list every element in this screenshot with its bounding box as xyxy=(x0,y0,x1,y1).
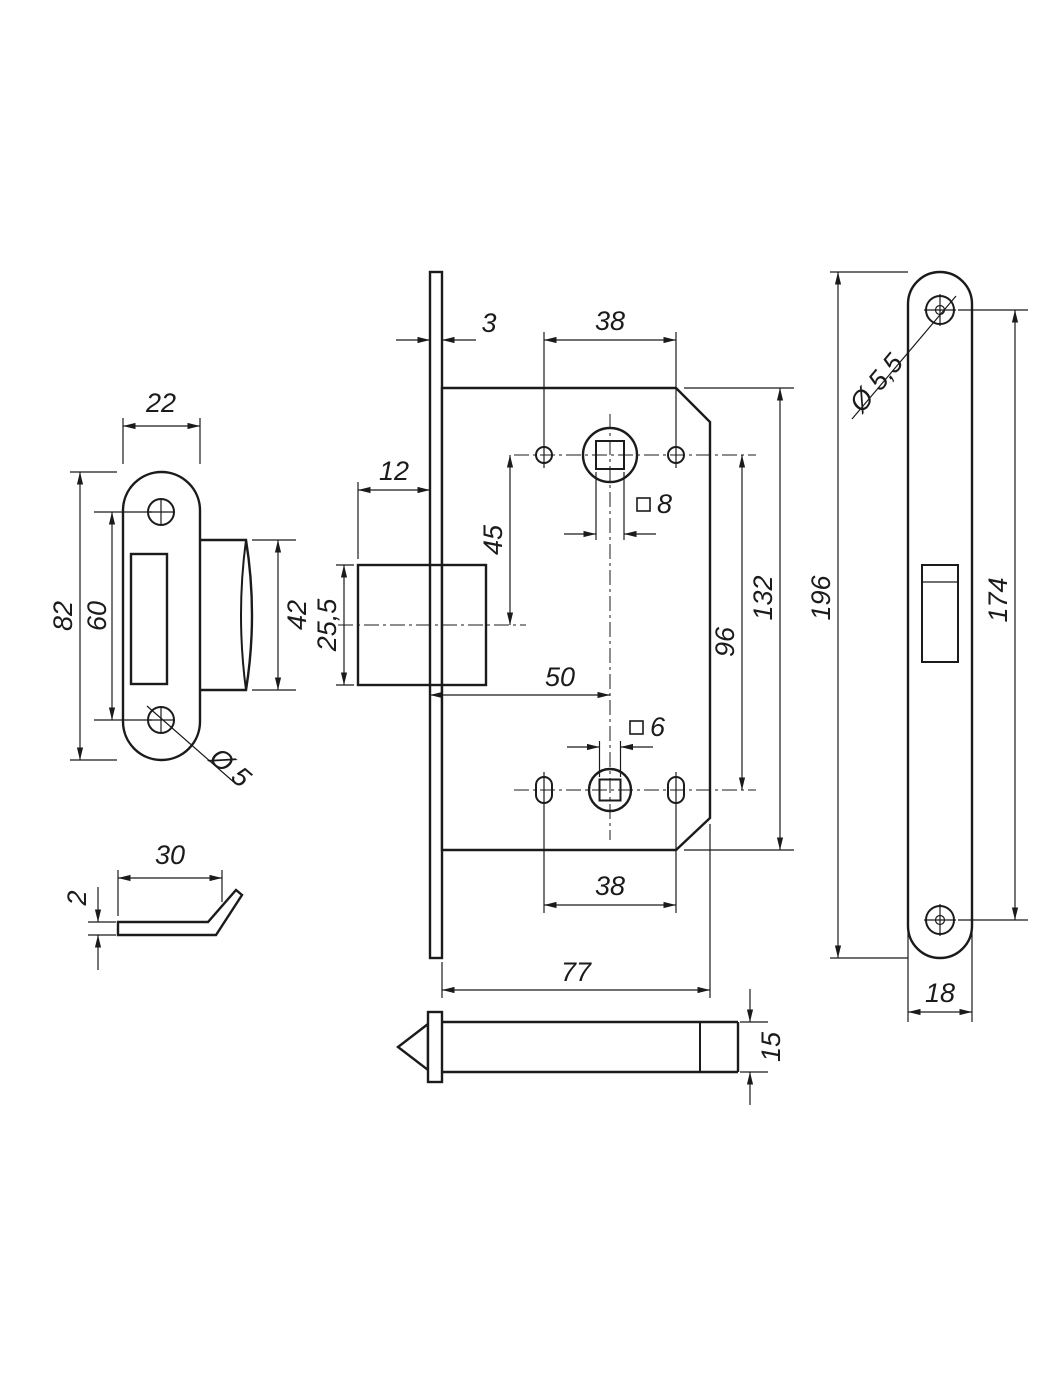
latch-tip xyxy=(396,1021,430,1073)
faceplate-latch-window xyxy=(921,564,959,663)
dim-strike-height: 82 xyxy=(48,601,78,631)
faceplate-view xyxy=(906,270,974,960)
latch-side-view xyxy=(396,1010,740,1084)
strike-plate-outline xyxy=(121,470,202,762)
dust-cover-dimensions: 30 2 xyxy=(62,840,223,970)
strike-plate-view xyxy=(121,470,254,762)
dim-spindle-spacing: 96 xyxy=(710,626,740,657)
latch-side-dimensions: 15 xyxy=(740,989,786,1105)
faceplate-edge xyxy=(428,270,444,960)
upper-spindle-square-hole xyxy=(595,440,625,470)
dim-dust-cover-length: 30 xyxy=(155,840,185,870)
faceplate-section xyxy=(426,1010,444,1084)
dim-latch-projection: 12 xyxy=(379,456,409,486)
strike-box-inner-curve xyxy=(240,539,247,691)
strike-plate-dimensions: 22 82 60 42 Ø 5 xyxy=(48,388,312,794)
dim-strike-box-height: 42 xyxy=(282,600,312,630)
dim-lower-hole-spacing: 38 xyxy=(595,871,625,901)
dim-body-height: 132 xyxy=(748,575,778,620)
strike-box-flap xyxy=(200,538,254,692)
dim-faceplate-screw-spacing: 174 xyxy=(983,577,1013,622)
lock-body-view xyxy=(338,270,756,960)
dim-strike-width: 22 xyxy=(145,388,176,418)
dim-latch-thickness: 15 xyxy=(756,1031,786,1062)
dim-lower-square: 6 xyxy=(650,712,666,742)
dim-faceplate-width: 18 xyxy=(925,978,955,1008)
dim-dust-cover-thickness: 2 xyxy=(62,890,92,906)
upper-spindle-hub xyxy=(581,426,639,484)
dim-upper-hole-spacing: 38 xyxy=(595,306,625,336)
lower-spindle-hub xyxy=(587,767,633,813)
dust-cover-outline xyxy=(116,888,244,937)
lock-body-dimensions: 3 38 12 45 8 25,5 50 6 xyxy=(312,271,908,998)
dim-spindle-to-latch: 45 xyxy=(478,524,508,555)
dim-faceplate-screw-diameter: Ø 5,5 xyxy=(843,347,910,418)
square-section-symbol-lower xyxy=(629,720,644,735)
dim-spindle-square: 8 xyxy=(657,489,672,519)
faceplate-outline xyxy=(906,270,974,960)
latch-bolt xyxy=(356,563,488,687)
lower-spindle-square-hole xyxy=(598,778,622,802)
strike-latch-cutout xyxy=(129,552,169,686)
dim-faceplate-thickness: 3 xyxy=(481,308,496,338)
dim-latch-height: 25,5 xyxy=(312,598,342,653)
dim-body-depth: 77 xyxy=(561,957,592,987)
dim-strike-screw-spacing: 60 xyxy=(82,601,112,631)
dim-backset: 50 xyxy=(545,662,575,692)
dim-strike-screw-diameter: Ø 5 xyxy=(203,741,257,793)
dust-cover-view xyxy=(116,888,244,937)
square-section-symbol-upper xyxy=(636,497,651,512)
dim-faceplate-length: 196 xyxy=(806,574,836,620)
